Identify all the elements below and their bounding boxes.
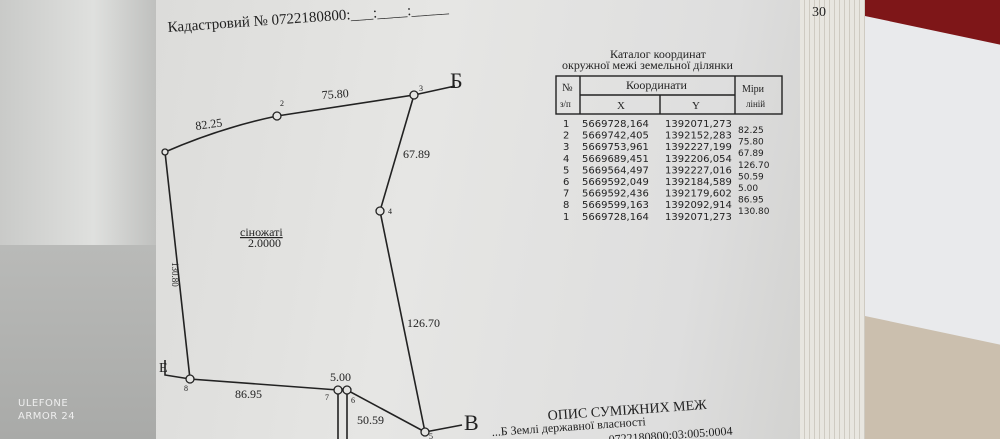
- catalog-cell-x: 5669592,049: [582, 177, 649, 188]
- boundary-points: [161, 90, 430, 437]
- point-1: [161, 148, 169, 156]
- header-num: №: [562, 82, 573, 94]
- catalog-cell-n: 7: [563, 189, 569, 200]
- corner-label-v: В: [464, 410, 479, 435]
- catalog-cell-y: 1392071,273: [665, 212, 732, 223]
- catalog-measure: 126.70: [738, 161, 770, 171]
- catalog-cell-x: 5669564,497: [582, 165, 649, 176]
- neighbor-lines-bottom: [337, 390, 348, 439]
- page-number: 30: [812, 5, 826, 20]
- length-4-5: 126.70: [407, 316, 440, 330]
- catalog-cell-x: 5669592,436: [582, 189, 649, 200]
- catalog-cell-x: 5669728,164: [582, 212, 649, 223]
- catalog-cell-x: 5669742,405: [582, 131, 649, 142]
- point-label-3: 3: [419, 84, 423, 93]
- boundary-line: [164, 94, 427, 434]
- point-5: [420, 427, 430, 437]
- point-label-5: 5: [429, 432, 433, 439]
- catalog-cell-n: 2: [563, 131, 569, 142]
- header-measures-sub: ліній: [746, 99, 765, 109]
- catalog-cell-y: 1392152,283: [665, 131, 732, 142]
- catalog-measure: 50.59: [738, 172, 764, 182]
- length-1-2: 82.25: [194, 115, 223, 133]
- length-5-6: 50.59: [357, 413, 384, 427]
- point-label-8: 8: [184, 384, 188, 393]
- parcel-area: 2.0000: [248, 236, 281, 250]
- catalog-title-1: Каталог координат: [610, 47, 707, 61]
- catalog-measure: 5.00: [738, 184, 758, 194]
- point-6: [342, 385, 352, 395]
- catalog-cell-n: 5: [563, 165, 569, 176]
- catalog-cell-x: 5669728,164: [582, 119, 649, 130]
- catalog-cell-n: 1: [563, 119, 569, 130]
- land-type: сіножаті: [240, 225, 283, 239]
- catalog-cell-y: 1392092,914: [665, 200, 732, 211]
- catalog-cell-n: 3: [563, 142, 569, 153]
- catalog-header-grid: [555, 75, 783, 115]
- point-label-6: 6: [351, 396, 355, 405]
- coordinate-catalog: Каталог координат окружної межі земельно…: [555, 47, 783, 223]
- catalog-cell-n: 4: [563, 154, 569, 165]
- corner-label-ye: Е: [159, 361, 168, 376]
- point-label-7: 7: [325, 393, 329, 402]
- catalog-measure: 75.80: [738, 138, 764, 148]
- point-4: [375, 206, 385, 216]
- header-num-sub: з/п: [560, 99, 571, 109]
- catalog-cell-n: 1: [563, 212, 569, 223]
- parcel-boundary: [164, 85, 463, 439]
- catalog-measure: 82.25: [738, 126, 764, 136]
- catalog-measure: 86.95: [738, 196, 764, 206]
- length-7-8: 86.95: [235, 387, 262, 401]
- catalog-cell-n: 8: [563, 200, 569, 211]
- catalog-cell-y: 1392206,054: [665, 154, 732, 165]
- catalog-cell-x: 5669753,961: [582, 142, 649, 153]
- neighbor-line-v: [424, 424, 463, 433]
- catalog-cell-y: 1392184,589: [665, 177, 732, 188]
- length-6-7: 5.00: [330, 370, 351, 384]
- neighbor-line-b: [413, 85, 456, 96]
- segment-lengths: 82.25 75.80 67.89 126.70 50.59 5.00 86.9…: [170, 86, 440, 427]
- point-8: [185, 374, 195, 384]
- point-7: [333, 385, 343, 395]
- catalog-measure: 67.89: [738, 149, 764, 159]
- corner-labels: Б В Е: [159, 68, 479, 435]
- catalog-cell-y: 1392179,602: [665, 189, 732, 200]
- camera-watermark-2: ARMOR 24: [18, 411, 76, 422]
- document-page: [156, 0, 804, 439]
- adjacent-boundaries: ОПИС СУМІЖНИХ МЕЖ ...Б Землі державної в…: [491, 398, 733, 439]
- neighbor-line-e: [164, 360, 191, 380]
- camera-watermark-1: ULEFONE: [18, 398, 69, 409]
- length-3-4: 67.89: [403, 147, 430, 161]
- header-measures: Міри: [742, 84, 765, 95]
- header-x: X: [617, 100, 625, 112]
- catalog-cell-x: 5669599,163: [582, 200, 649, 211]
- catalog-title-2: окружної межі земельної ділянки: [562, 58, 734, 72]
- length-8-1: 130.80: [170, 262, 180, 287]
- point-label-4: 4: [388, 207, 392, 216]
- catalog-cell-y: 1392071,273: [665, 119, 732, 130]
- cadastral-number: Кадастровий № 0722180800:___:____:_____: [167, 0, 450, 36]
- point-numbers: 2 3 4 5 6 7 8: [184, 84, 433, 439]
- point-label-2: 2: [280, 99, 284, 108]
- point-2: [272, 111, 282, 121]
- corner-label-b: Б: [450, 68, 463, 93]
- left-page-shadow: [0, 245, 156, 439]
- length-2-3: 75.80: [321, 86, 349, 102]
- catalog-measure: 130.80: [738, 207, 770, 217]
- catalog-cell-y: 1392227,016: [665, 165, 732, 176]
- page-edges: [800, 0, 865, 439]
- catalog-cell-n: 6: [563, 177, 569, 188]
- catalog-cell-y: 1392227,199: [665, 142, 732, 153]
- header-coordinates: Координати: [626, 78, 687, 92]
- header-y: Y: [692, 100, 700, 112]
- catalog-cell-x: 5669689,451: [582, 154, 649, 165]
- point-3: [409, 90, 419, 100]
